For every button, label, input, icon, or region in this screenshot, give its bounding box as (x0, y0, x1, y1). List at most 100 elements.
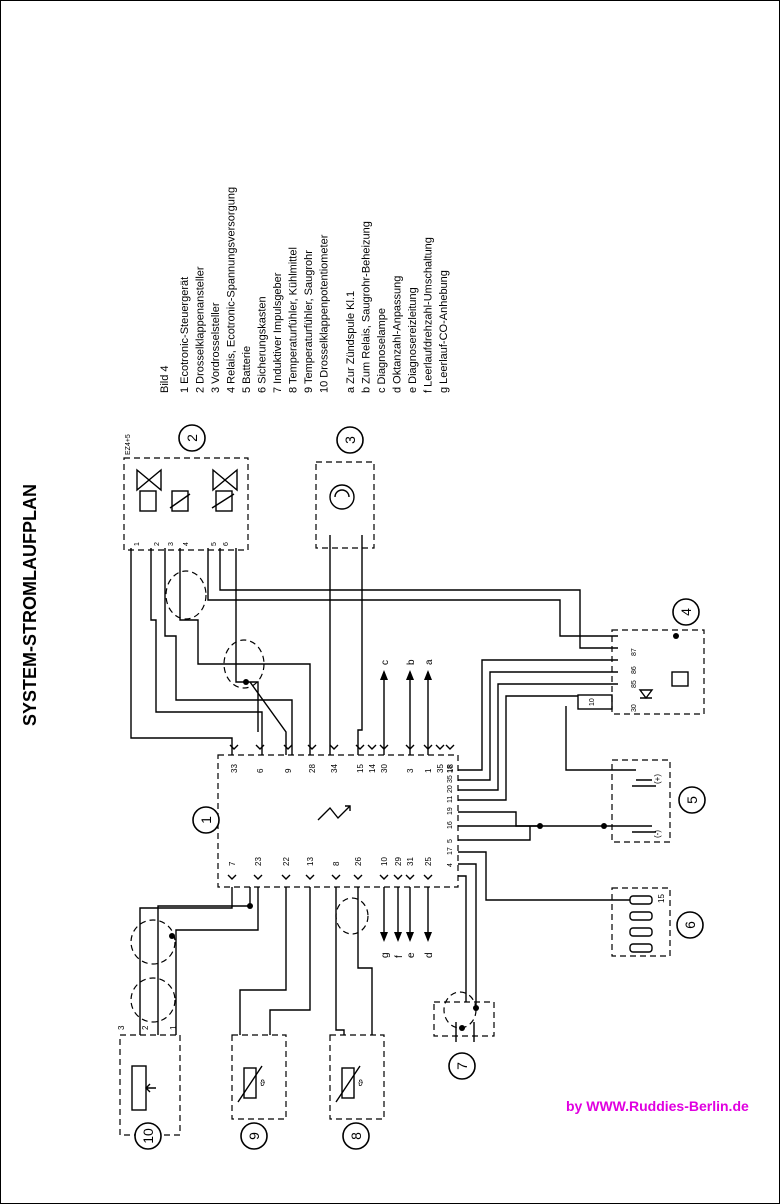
component-circle-7: 7 (448, 1052, 476, 1080)
legend-component-item: 9 Temperaturfühler, Saugrohr (303, 250, 315, 393)
ecu-bottom-pin-mark (353, 874, 363, 880)
actuator-pin-label: 6 (223, 542, 230, 546)
ecu-bottom-pin-mark (305, 874, 315, 880)
legend-connection-item: g Leerlauf-CO-Anhebung (438, 270, 450, 393)
ecu-top-pin-label: 1 (424, 768, 433, 773)
pre-throttle-actuator (315, 461, 375, 555)
arrow-label-bottom: d (424, 952, 435, 958)
ecu-right-pin-label: 19 (447, 807, 454, 815)
actuator-pin-label: 2 (154, 542, 161, 546)
ecu-top-pin-label: 33 (230, 764, 239, 773)
legend-connections: a Zur Zündspule Kl.1 b Zum Relais, Saugro… (345, 221, 450, 393)
legend-connection-item: b Zum Relais, Saugrohr-Beheizung (361, 221, 373, 393)
coolant-sensor: ϑ (329, 1034, 385, 1120)
throttle-actuator: EZ4+5 (123, 434, 249, 551)
potentiometer-pin-label: 2 (141, 1025, 150, 1030)
arrow-label-top: b (406, 659, 417, 665)
ecu-top-pin-label: 34 (330, 764, 339, 773)
diagram-title: SYSTEM-STROMLAUFPLAN (20, 484, 40, 726)
actuator-pin-label: 4 (183, 542, 190, 546)
component-number: 4 (678, 608, 694, 616)
legend-component-item: 8 Temperaturfühler, Kühlmittel (288, 247, 300, 393)
component-number: 7 (454, 1062, 470, 1070)
svg-text:EZ4+5: EZ4+5 (125, 434, 132, 455)
component-number: 6 (682, 921, 698, 929)
component-number: 1 (198, 816, 214, 824)
ecu-bottom-pin-mark (331, 874, 341, 880)
ecu-bottom-pin-label: 31 (406, 857, 415, 866)
component-number: 10 (140, 1128, 156, 1144)
ecu-bottom-pin-label: 7 (228, 861, 237, 866)
credit-text: by WWW.Ruddies-Berlin.de (566, 1098, 749, 1114)
ecu-bottom-pin-mark (405, 874, 415, 880)
ecu-box (217, 754, 459, 888)
legend-connection-item: c Diagnoselampe (376, 308, 388, 393)
arrow-label-bottom: f (394, 955, 405, 958)
legend-component-item: 3 Vordrosselsteller (210, 302, 222, 393)
ecu-top-pin-label: 14 (368, 764, 377, 773)
coolant-sensor-symbol: ϑ (358, 1078, 363, 1088)
legend-connection-item: d Oktanzahl-Anpassung (392, 276, 404, 393)
relay-pin-label: 85 (631, 680, 638, 688)
ecu-top-pin-label: 3 (406, 768, 415, 773)
component-number: 2 (184, 434, 200, 442)
ecu-bottom-pin-label: 29 (394, 857, 403, 866)
ecu-bottom-pin-mark (253, 874, 263, 880)
ecu-top-pin-mark (307, 744, 317, 750)
ecu-right-pin-label: 35 (447, 775, 454, 783)
inductive-pickup (433, 1001, 495, 1042)
component-circle-8: 8 (342, 1122, 370, 1150)
legend-connection-item: f Leerlaufdrehzahl-Umschaltung (423, 237, 435, 393)
arrow-label-top: c (380, 660, 391, 665)
legend-connection-item: a Zur Zündspule Kl.1 (345, 291, 357, 393)
potentiometer-pin-label: 3 (117, 1025, 126, 1030)
component-circle-6: 6 (676, 911, 704, 939)
intake-sensor: ϑ (231, 1034, 287, 1120)
ecu-top-pin-mark (229, 744, 239, 750)
ecu-top-pin-label: 9 (284, 768, 293, 773)
component-number: 3 (342, 436, 358, 444)
legend-component-item: 4 Relais, Ecotronic-Spannungsversorgung (226, 187, 238, 393)
ecu-top-pin-mark (283, 744, 293, 750)
legend-component-item: 10 Drosselklappenpotentiometer (319, 234, 331, 393)
actuator-pin-label: 3 (168, 542, 175, 546)
ecu-right-pin-label: 20 (447, 785, 454, 793)
ecu-top-pin-mark (445, 744, 455, 750)
ecu-top-pin-label: 28 (308, 764, 317, 773)
ecu-bottom-pin-label: 10 (380, 857, 389, 866)
arrow-label-bottom: g (380, 952, 391, 958)
component-number: 5 (684, 796, 700, 804)
ecu-top-pin-mark (355, 744, 365, 750)
ecu-top-pin-label: 18 (446, 764, 455, 773)
fuse-box: 15 (611, 887, 671, 957)
ecu-right-pin-label: 17 (447, 847, 454, 855)
ecu-right-pin-label: 11 (447, 796, 454, 803)
component-circle-10: 10 (134, 1122, 162, 1150)
throttle-potentiometer (119, 1034, 181, 1136)
relay-pin-label: 87 (631, 648, 638, 656)
legend-component-item: 1 Ecotronic-Steuergerät (179, 277, 191, 393)
relay-pin-label: 30 (631, 704, 638, 712)
component-circle-2: 2 (178, 424, 206, 452)
ecu-bottom-pin-mark (393, 874, 403, 880)
legend-component-item: 6 Sicherungskasten (257, 296, 269, 393)
actuator-pin-label: 1 (134, 542, 141, 546)
legend-component-item: 5 Batterie (241, 346, 253, 393)
battery: (-) (+) (611, 759, 671, 843)
ecu-bottom-pin-mark (227, 874, 237, 880)
ecu-bottom-pin-label: 8 (332, 861, 341, 866)
component-number: 8 (348, 1132, 364, 1140)
component-circle-5: 5 (678, 786, 706, 814)
cable-shields (130, 570, 477, 1029)
ecu-right-pin-label: 16 (447, 821, 454, 829)
ecu-bottom-pin-label: 26 (354, 857, 363, 866)
ecu-right-pin-label: 5 (447, 839, 454, 843)
relay-box (577, 629, 705, 715)
